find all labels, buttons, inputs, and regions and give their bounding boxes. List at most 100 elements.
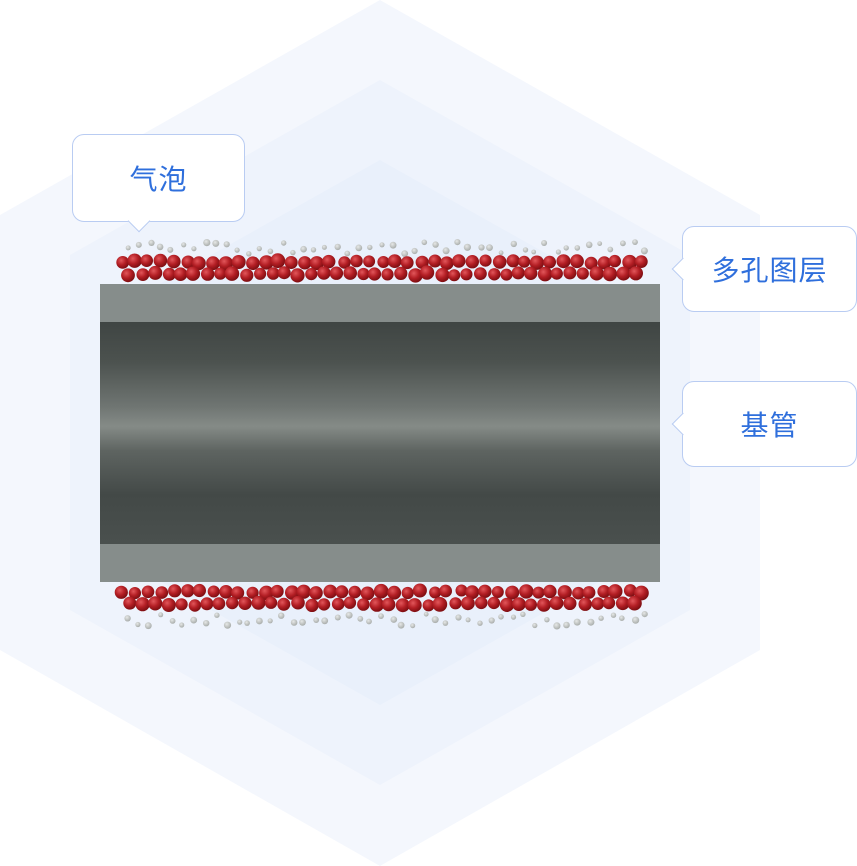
porous-particle [207, 585, 220, 598]
porous-particle [246, 256, 260, 271]
porous-particle [465, 585, 480, 600]
bubble-dot [267, 248, 274, 255]
porous-particle [460, 268, 473, 281]
bubble-dot [563, 621, 570, 629]
porous-particle [148, 596, 163, 611]
bubble-dot [390, 616, 398, 623]
porous-particle [200, 597, 214, 611]
porous-particle [285, 585, 300, 600]
porous-particle [141, 585, 155, 599]
bubble-dot [167, 246, 174, 253]
porous-particle [602, 266, 618, 282]
porous-particle [487, 596, 501, 610]
porous-particle [264, 596, 278, 609]
bubble-dot [156, 243, 164, 251]
bubble-dot [345, 611, 353, 619]
porous-particle [167, 254, 181, 269]
porous-particle [305, 598, 319, 613]
porous-particle [309, 256, 324, 271]
bubble-dot [246, 251, 252, 257]
porous-particle [317, 266, 331, 280]
porous-particle [623, 584, 637, 597]
bubble-dot [366, 618, 372, 625]
porous-particle [381, 268, 394, 281]
porous-particle [153, 253, 168, 268]
bubble-dot [256, 617, 263, 625]
porous-particle [181, 255, 195, 269]
bubble-dot [573, 618, 581, 626]
porous-particle [475, 596, 488, 610]
porous-particle [628, 266, 644, 281]
porous-particle [435, 267, 450, 283]
bubble-dot [334, 243, 341, 251]
bubble-dot [214, 612, 220, 618]
porous-particle [148, 265, 163, 280]
porous-particle [219, 585, 233, 599]
porous-particle [532, 586, 545, 599]
porous-particle [226, 596, 239, 610]
porous-particle [254, 267, 267, 280]
porous-particle [240, 268, 254, 282]
porous-particle [395, 598, 410, 613]
bubble-dot [442, 247, 450, 255]
porous-particle [155, 586, 169, 599]
bubble-dot [597, 241, 603, 247]
porous-particle [192, 256, 206, 271]
bubble-dot [620, 240, 626, 247]
porous-particle [251, 595, 266, 610]
porous-particle [127, 253, 142, 268]
bubble-dot [465, 617, 471, 623]
bubble-dot [124, 615, 131, 622]
porous-particle [407, 598, 422, 613]
bubble-dot [367, 244, 373, 251]
porous-particle [440, 256, 454, 271]
bubble-dot [203, 620, 210, 627]
bubble-dot [632, 616, 640, 624]
porous-particle [298, 256, 312, 270]
bubble-dot [357, 615, 364, 622]
porous-particle [543, 255, 556, 269]
bubble-dot [181, 242, 187, 248]
porous-particle [291, 595, 305, 610]
porous-particle [455, 584, 468, 597]
porous-particle [335, 585, 349, 599]
porous-particle [500, 268, 513, 281]
bubble-dot [179, 622, 185, 628]
porous-particle [429, 586, 442, 599]
porous-particle [422, 599, 435, 612]
bubble-dot [378, 613, 384, 619]
porous-particle [259, 585, 274, 601]
porous-particle [615, 596, 630, 611]
porous-particle [452, 254, 466, 268]
porous-particle [432, 597, 448, 612]
porous-particle [419, 265, 435, 280]
porous-particle [408, 268, 423, 283]
porous-particle [557, 585, 572, 600]
bubble-dot [610, 612, 617, 618]
bubble-dot [488, 617, 495, 624]
porous-particle [492, 255, 507, 269]
bubble-dot [158, 612, 164, 618]
porous-particle [350, 254, 363, 268]
porous-particle [231, 255, 246, 269]
porous-particle [161, 598, 176, 612]
callout-porous-layer: 多孔图层 [671, 226, 857, 312]
porous-particle [550, 267, 563, 280]
porous-particle [584, 256, 598, 270]
tube-top-wall [100, 284, 660, 324]
bubble-dot [455, 614, 462, 621]
bubble-dot [532, 622, 538, 629]
porous-particle [214, 267, 227, 280]
porous-particle [518, 255, 531, 268]
bubble-dot [148, 239, 155, 246]
bubble-dot [401, 250, 409, 257]
porous-particle [343, 266, 358, 280]
porous-particle [185, 266, 201, 281]
porous-particle [277, 597, 291, 611]
bubble-dot [510, 614, 517, 620]
bubble-dot [520, 611, 526, 617]
porous-particle [576, 267, 589, 280]
porous-particle [511, 266, 525, 280]
porous-particle [323, 584, 338, 599]
porous-particle [246, 586, 259, 599]
